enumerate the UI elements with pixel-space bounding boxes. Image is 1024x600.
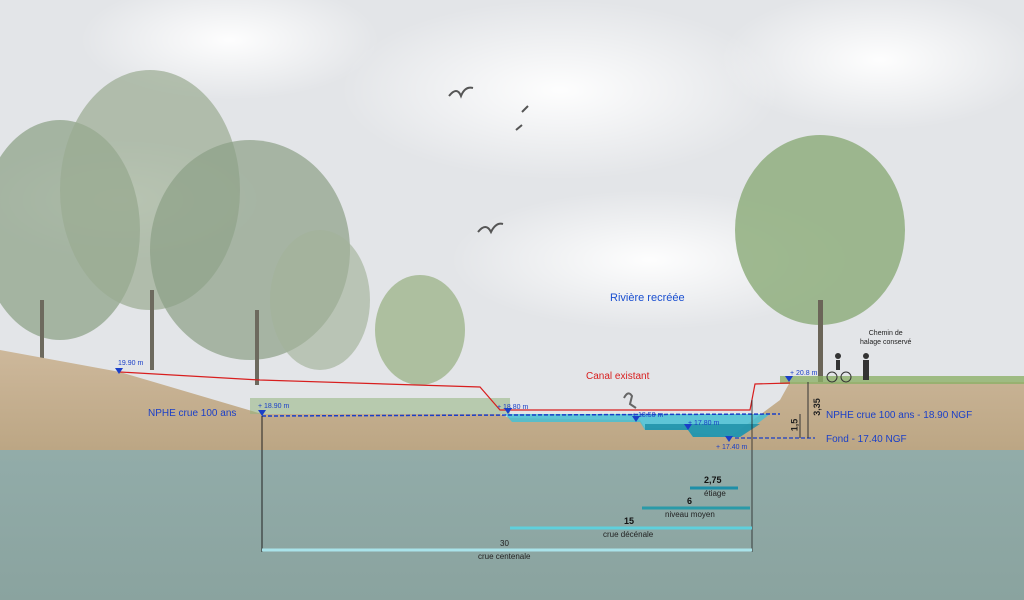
- groundwater: [0, 450, 1024, 600]
- trees-left: [0, 70, 465, 385]
- nphe-right-label: NPHE crue 100 ans - 18.90 NGF: [826, 410, 973, 421]
- elevation-mid-bank: + 18.80 m: [497, 404, 529, 411]
- width-decennal-value: 15: [624, 516, 635, 526]
- pedestrian-icon: [863, 353, 869, 380]
- grass-left: [250, 398, 510, 414]
- elevation-marker-icon: [632, 416, 640, 422]
- elevation-left-top: 19.90 m: [118, 360, 144, 367]
- elevation-mid-step: + 18.50 m: [632, 412, 664, 419]
- width-etiage-value: 2,75: [704, 475, 722, 485]
- elevation-left-nphe: + 18.90 m: [258, 403, 290, 410]
- nphe-line: [261, 413, 781, 417]
- bird-icon: [448, 86, 474, 99]
- bird-icon: [515, 105, 529, 131]
- width-centennial-value: 30: [500, 539, 509, 548]
- elevation-bottom: + 17.40 m: [716, 444, 748, 451]
- elevation-low-step: + 17.80 m: [688, 420, 720, 427]
- cyclist-icon: [826, 353, 852, 383]
- height-water-label: 1,5: [789, 418, 800, 432]
- width-moyen-label: niveau moyen: [665, 510, 715, 519]
- width-moyen-value: 6: [687, 496, 693, 506]
- width-decennal-label: crue décénale: [603, 530, 654, 539]
- elevation-marker-icon: [504, 408, 512, 414]
- fond-right-label: Fond - 17.40 NGF: [826, 434, 907, 445]
- tree-right: [735, 135, 905, 385]
- bird-icon: [477, 222, 504, 235]
- diagram-title: Rivière recréée: [610, 292, 685, 304]
- canal-existing-line: [119, 371, 791, 411]
- elevation-right-top: + 20.8 m: [790, 370, 818, 377]
- height-total-label: 3,35: [811, 398, 822, 416]
- elevation-marker-icon: [258, 410, 266, 416]
- elevation-marker-icon: [725, 436, 733, 442]
- towpath-label: Chemin de halage conservé: [860, 330, 912, 346]
- elevation-marker-icon: [684, 424, 692, 430]
- width-etiage-label: étiage: [704, 489, 726, 498]
- river-water-deep: [645, 424, 760, 437]
- soil-bank: [0, 350, 1024, 450]
- elevation-marker-icon: [115, 368, 123, 374]
- heron-icon: [623, 392, 637, 409]
- nphe-left-label: NPHE crue 100 ans: [148, 408, 237, 419]
- canal-existing-label: Canal existant: [586, 371, 650, 382]
- grass-right: [780, 376, 1024, 384]
- elevation-marker-icon: [785, 376, 793, 382]
- cloud: [720, 0, 1024, 130]
- cloud: [340, 0, 780, 180]
- width-centennial-label: crue centenale: [478, 552, 531, 561]
